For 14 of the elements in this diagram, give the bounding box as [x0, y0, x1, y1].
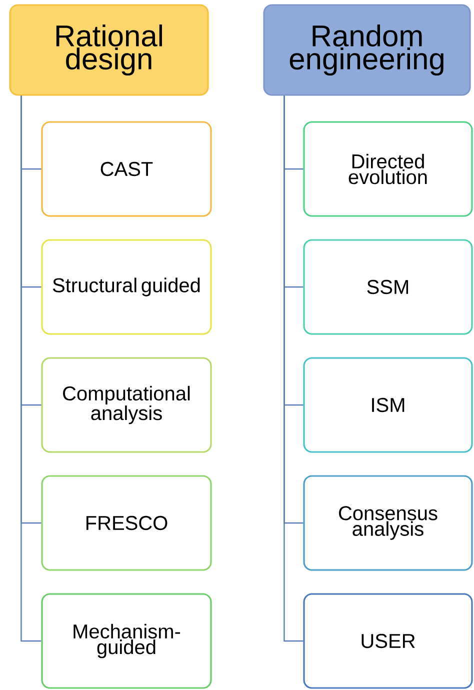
heading-box: Rational design	[9, 4, 209, 96]
heading-box: Random engineering	[263, 4, 471, 96]
method-box: Computational analysis	[41, 357, 212, 453]
method-box: Consensus analysis	[303, 475, 473, 571]
method-box: Directed evolution	[303, 121, 473, 217]
connector-line	[20, 96, 42, 642]
method-box: CAST	[41, 121, 212, 217]
method-box: FRESCO	[41, 475, 212, 571]
method-box: ISM	[303, 357, 473, 453]
method-box: Structural guided	[41, 239, 212, 335]
method-box: Mechanism-guided	[41, 593, 212, 689]
method-box: SSM	[303, 239, 473, 335]
method-box: USER	[303, 593, 473, 689]
connector-line	[284, 96, 304, 642]
